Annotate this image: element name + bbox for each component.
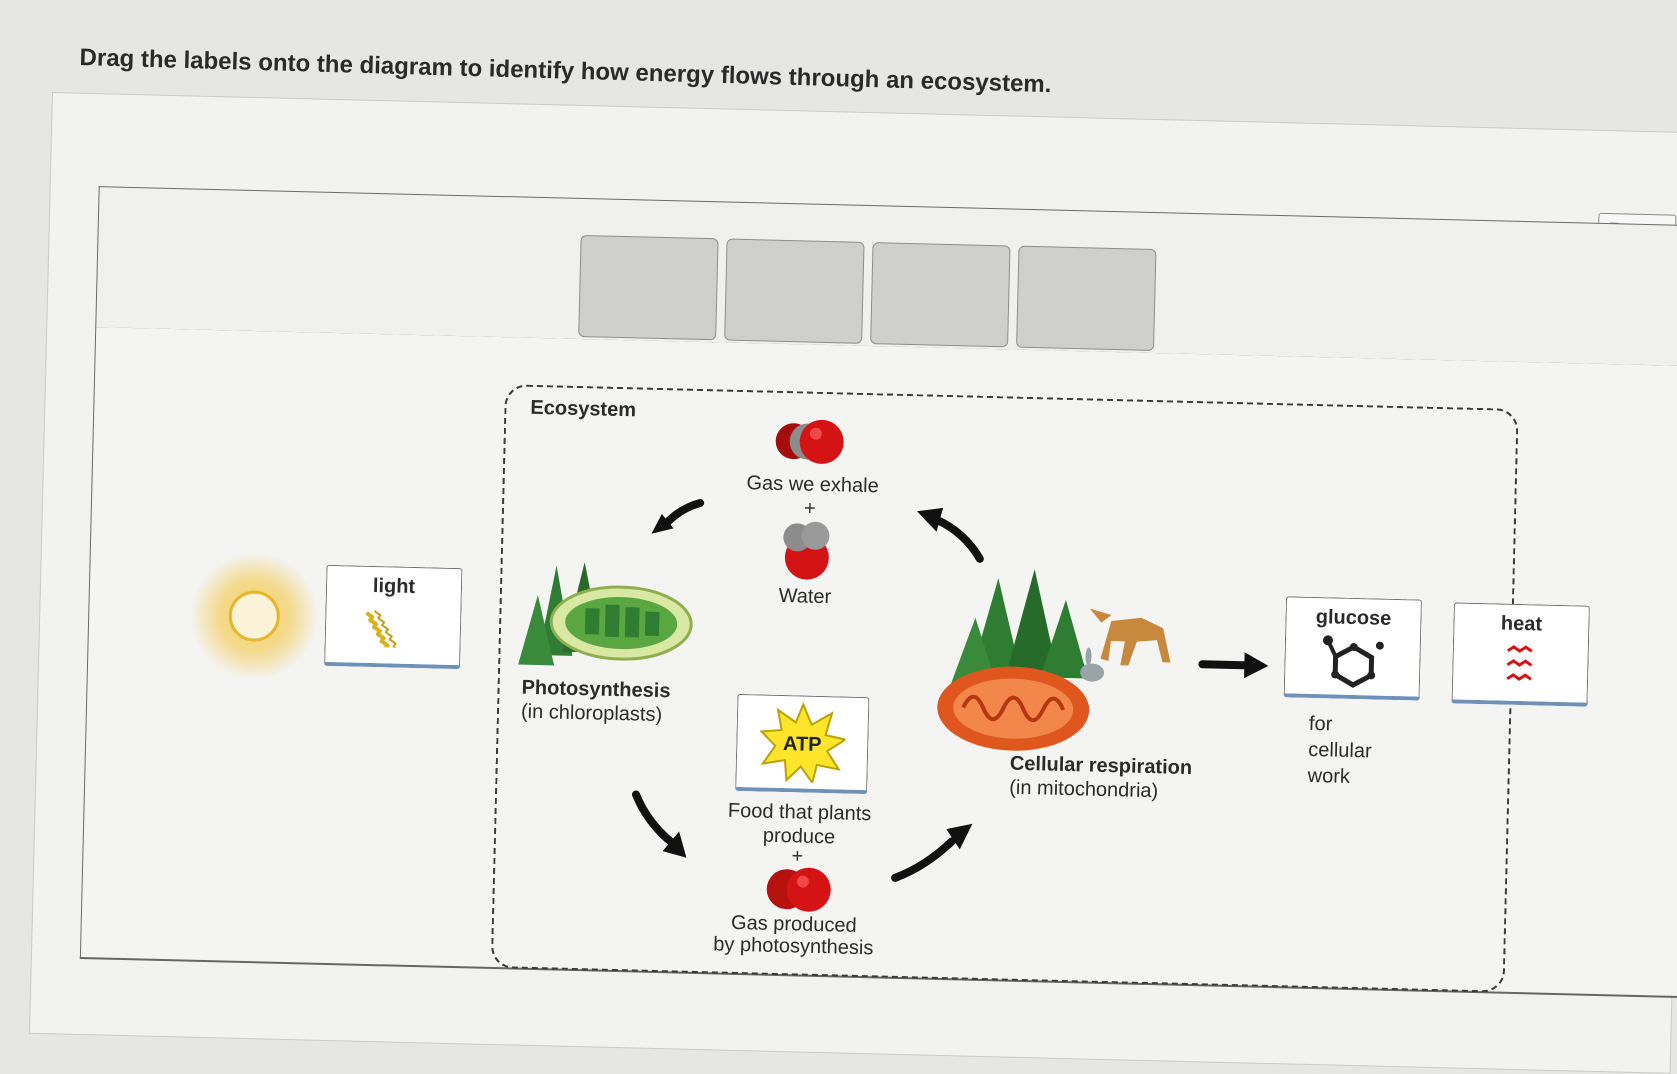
light-label-card[interactable]: light [324,564,463,670]
mitochondrion-organisms-icon [937,569,1171,751]
label-slot-4[interactable] [1016,245,1157,352]
sun-icon [190,552,319,681]
photosynthesis-location: (in chloroplasts) [520,700,663,727]
produced-gas-line2: by photosynthesis [713,933,874,960]
work-label-line3: work [1307,764,1351,788]
water-molecule-icon [783,521,830,580]
respiration-title: Cellular respiration [1009,752,1193,780]
arrow-to-glucose-icon [1198,652,1269,679]
instruction-text: Drag the labels onto the diagram to iden… [79,44,1052,99]
produced-gas-molecule-icon [766,867,831,912]
heat-card-title: heat [1500,612,1543,636]
heat-label-card[interactable]: heat [1451,602,1590,707]
work-label-line2: cellular [1308,738,1372,763]
light-wave-icon [365,610,401,649]
label-slot-2[interactable] [724,238,865,344]
ecosystem-title: Ecosystem [530,396,637,422]
water-label: Water [778,584,832,609]
diagram-area: light Ecosystem Gas we exhale + [79,327,1677,999]
heat-wave-icon [1506,645,1533,681]
ecosystem-boundary: Ecosystem Gas we exhale + Water [490,384,1519,993]
respiration-location: (in mitochondria) [1009,776,1159,803]
glucose-card-title: glucose [1315,606,1392,630]
exhaled-gas-molecule-icon [775,419,844,464]
atp-burst-icon: ATP [759,701,847,784]
photosynthesis-title: Photosynthesis [521,676,671,703]
activity-workspace: Reset light [28,92,1677,1074]
food-label-line1: Food that plants [727,799,872,826]
exhaled-gas-label: Gas we exhale [746,472,880,498]
label-slot-1[interactable] [578,234,719,341]
chloroplast-trees-icon [518,562,693,666]
label-slot-3[interactable] [870,242,1011,348]
work-label-line1: for [1308,712,1333,736]
atp-label-card[interactable]: ATP [735,693,870,795]
atp-text: ATP [783,733,822,756]
glucose-molecule-icon [1322,635,1384,688]
arrow-to-respiration-icon [891,823,973,882]
arrow-to-food-icon [632,790,687,858]
arrow-to-photosynthesis-icon [651,498,705,534]
glucose-label-card[interactable]: glucose [1283,596,1423,701]
light-card-title: light [372,574,416,599]
arrow-to-exhaled-gas-icon [917,507,984,563]
